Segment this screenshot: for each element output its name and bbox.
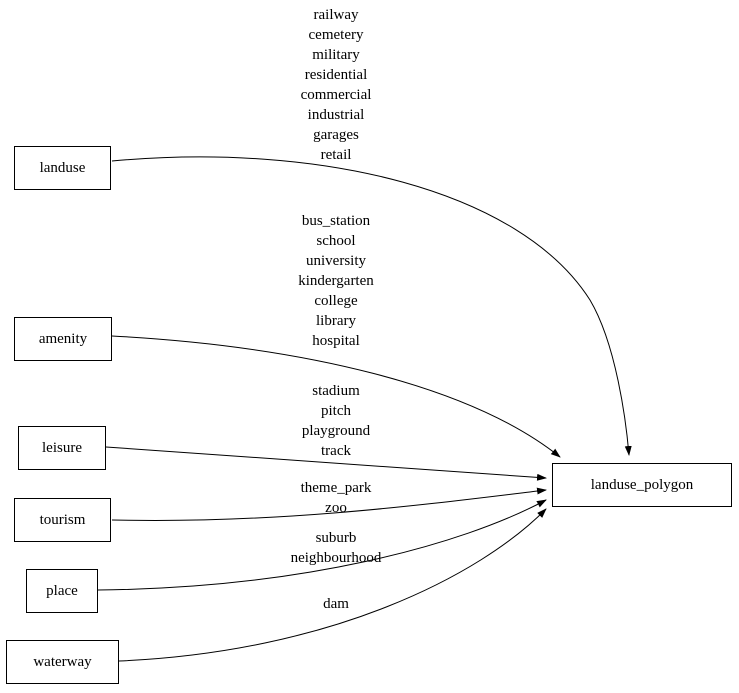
node-landuse-label: landuse bbox=[39, 159, 86, 176]
node-tourism-label: tourism bbox=[39, 511, 86, 528]
node-landuse-polygon: landuse_polygon bbox=[552, 463, 732, 507]
node-landuse-polygon-label: landuse_polygon bbox=[590, 476, 694, 493]
edge-label-waterway: dam bbox=[323, 596, 349, 612]
edge-label-leisure: stadium pitch playground track bbox=[301, 383, 371, 459]
node-tourism: tourism bbox=[14, 498, 111, 542]
node-amenity-label: amenity bbox=[38, 330, 88, 347]
node-place: place bbox=[26, 569, 98, 613]
edge-place-arrow bbox=[97, 499, 547, 591]
edge-waterway-arrow bbox=[118, 508, 547, 662]
node-leisure-label: leisure bbox=[42, 439, 82, 456]
edge-label-place: suburb neighbourhood bbox=[290, 530, 382, 566]
edge-landuse-arrow bbox=[111, 156, 632, 456]
node-landuse: landuse bbox=[14, 146, 111, 190]
node-leisure: leisure bbox=[18, 426, 106, 470]
node-amenity: amenity bbox=[14, 317, 112, 361]
edge-label-tourism: theme_park zoo bbox=[300, 480, 372, 516]
edge-label-landuse: railway cemetery military residential co… bbox=[300, 7, 372, 163]
node-place-label: place bbox=[46, 582, 78, 599]
edge-amenity-arrow bbox=[111, 335, 561, 458]
node-waterway-label: waterway bbox=[33, 653, 92, 670]
edge-tourism-arrow bbox=[111, 487, 547, 522]
edge-label-amenity: bus_station school university kindergart… bbox=[298, 213, 374, 349]
node-waterway: waterway bbox=[6, 640, 119, 684]
